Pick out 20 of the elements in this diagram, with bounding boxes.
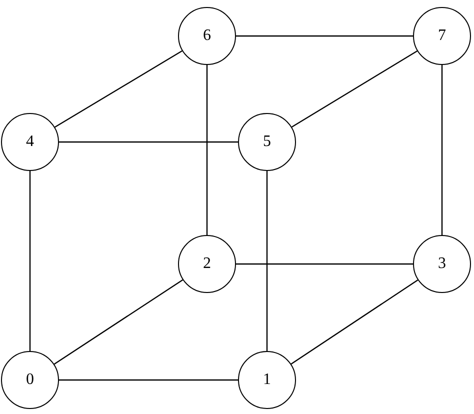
connector-line [59,141,238,143]
connector-line [266,171,268,351]
node-label: 4 [26,133,34,151]
node-label: 6 [203,27,211,45]
connector-line [54,50,182,128]
node-label: 2 [203,255,211,273]
connector-line [59,379,238,381]
node-label: 5 [263,133,271,151]
connector-line [206,65,208,235]
node-label: 0 [26,371,34,389]
node-label: 3 [438,255,446,273]
connector-line [290,280,418,364]
node-label: 7 [438,27,446,45]
connector-line [54,279,184,365]
connector-line [236,263,413,265]
connector-line [236,35,413,37]
connector-line [29,171,31,351]
connector-line [441,65,443,235]
connector-line [292,50,418,128]
node-label: 1 [263,371,271,389]
